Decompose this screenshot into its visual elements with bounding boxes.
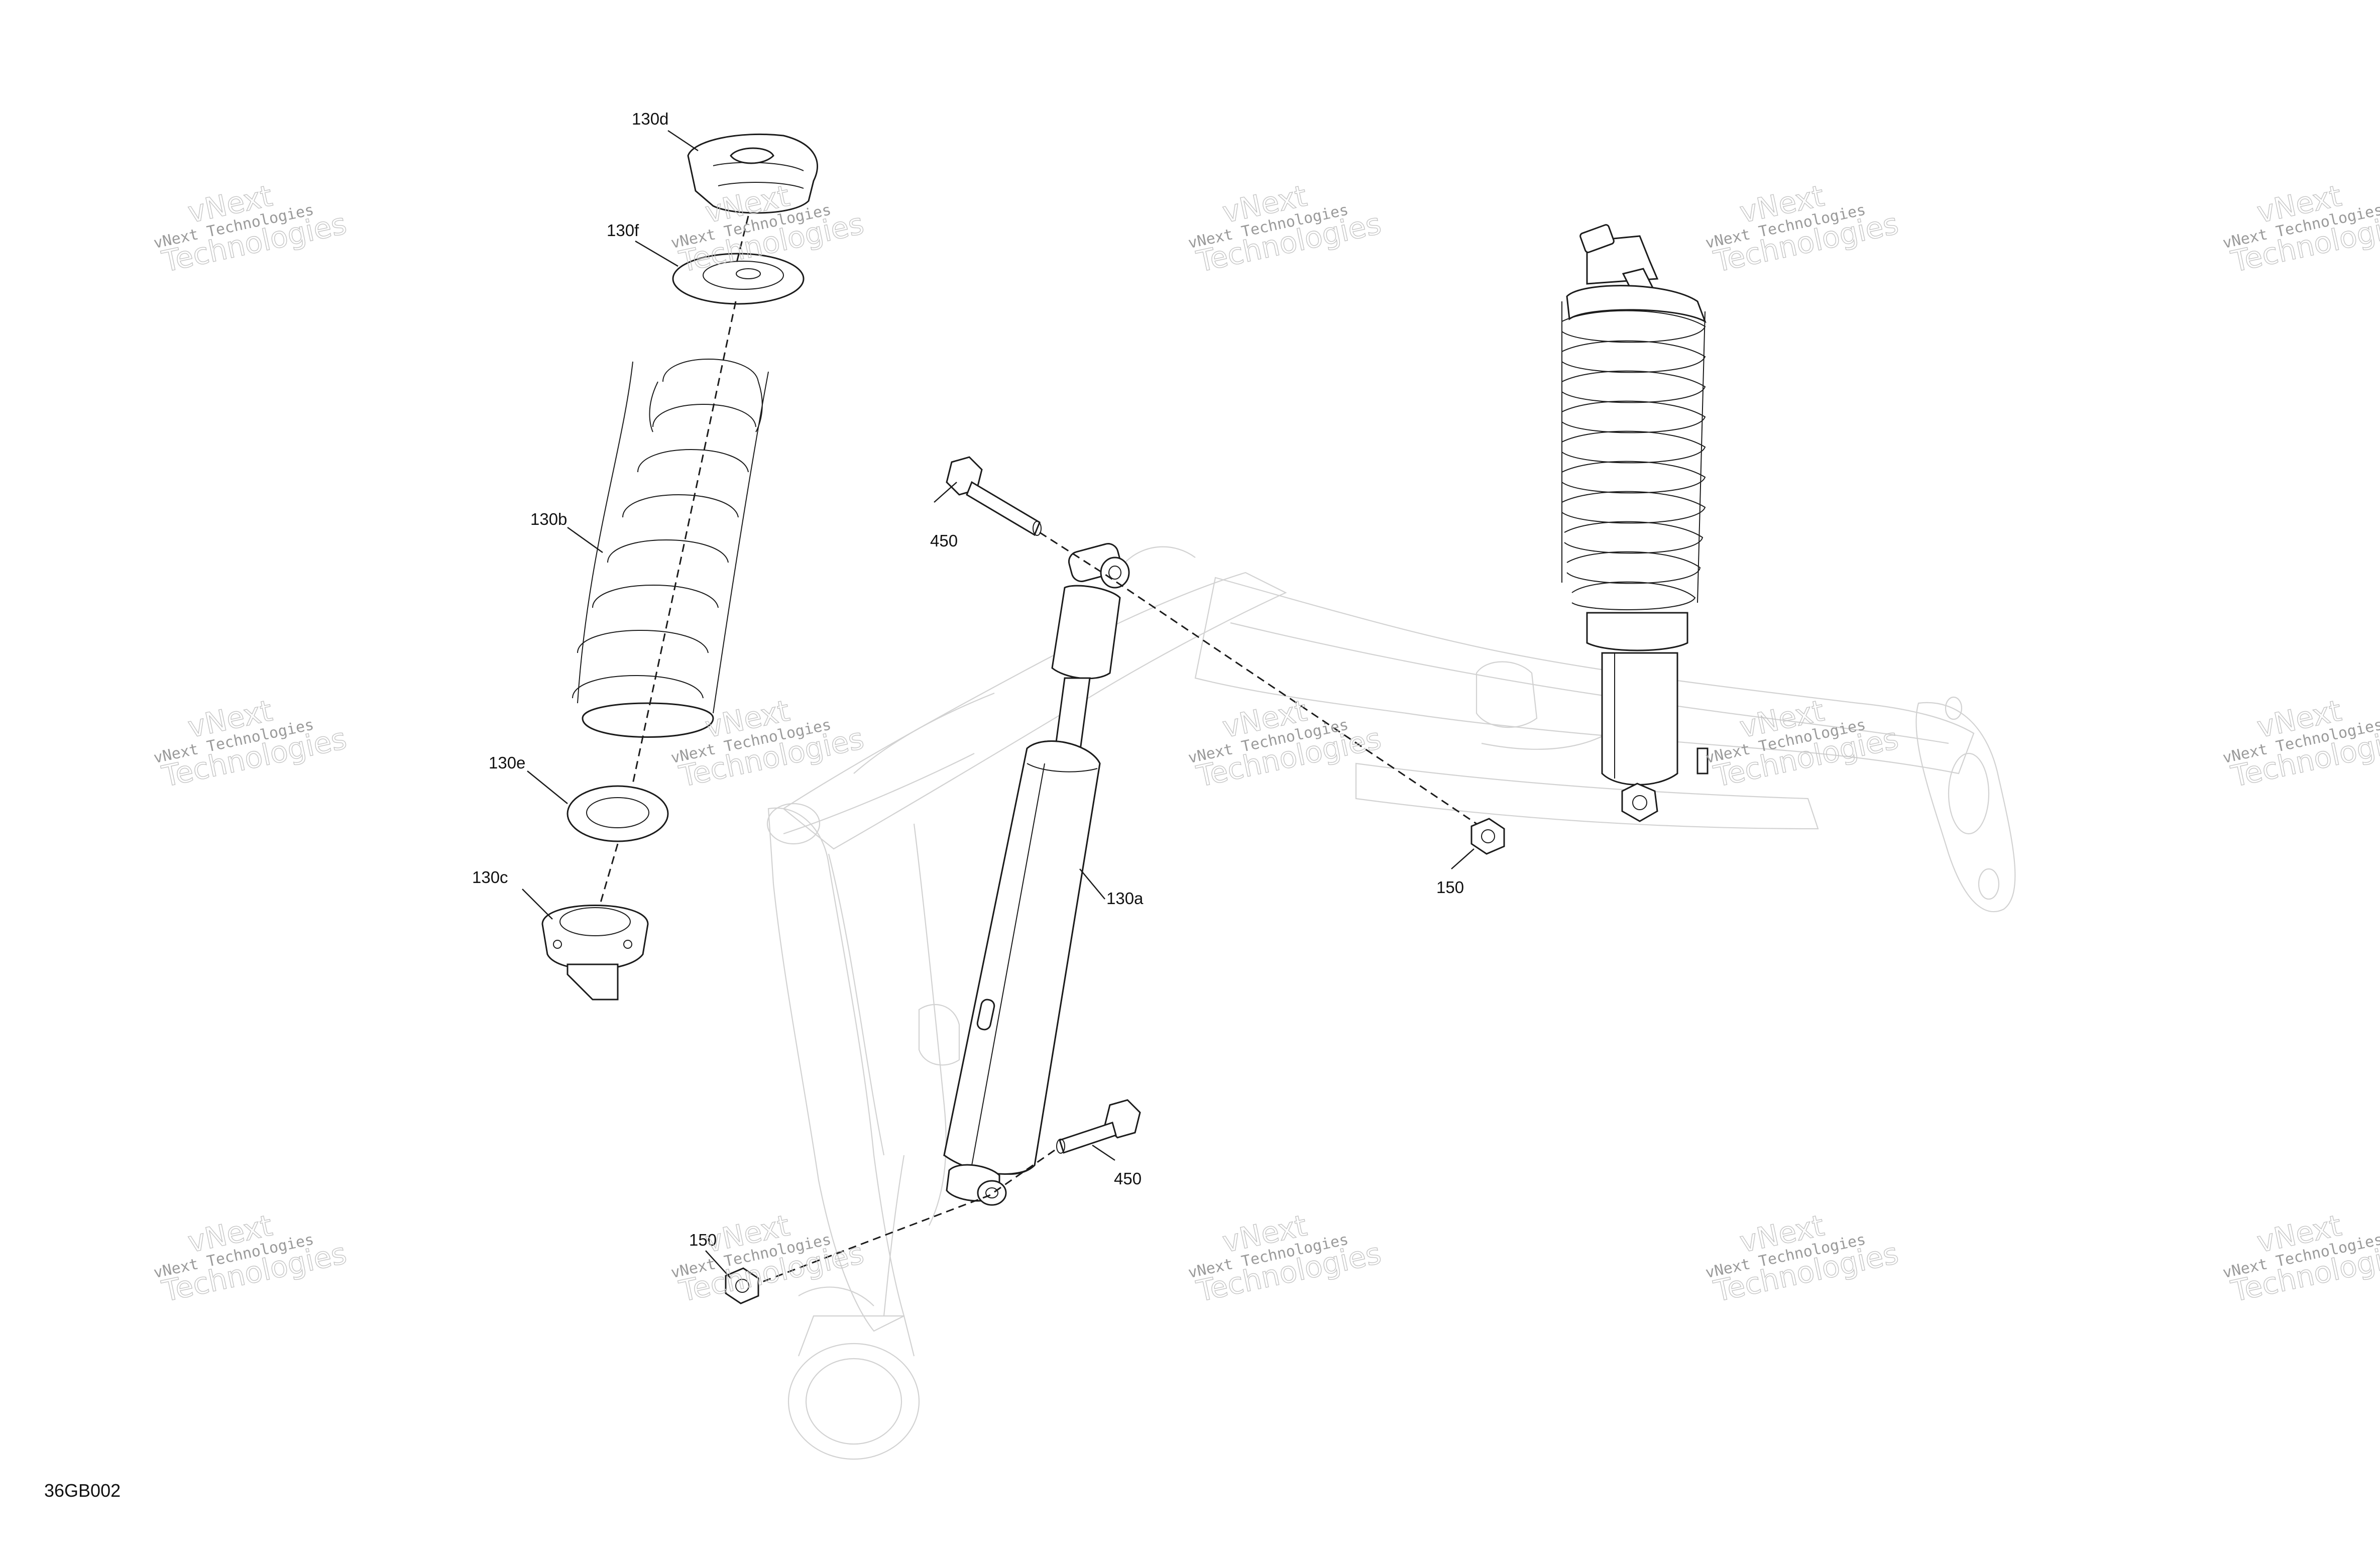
bolt-450-bottom xyxy=(1056,1099,1141,1154)
callout-150-bottom: 150 xyxy=(689,1231,717,1249)
callout-labels: 130d 130f 130b 130e 130c 130a 450 450 15… xyxy=(472,109,1464,1249)
callout-130f: 130f xyxy=(607,221,639,240)
callout-450-top: 450 xyxy=(930,531,958,550)
shock-body-130a xyxy=(943,543,1130,1206)
callout-150-right: 150 xyxy=(1436,878,1464,897)
callout-450-bottom: 450 xyxy=(1114,1169,1142,1188)
nut-150-right xyxy=(1470,818,1505,855)
callout-130d: 130d xyxy=(632,109,668,128)
ghost-suspension-arm xyxy=(766,546,2016,1460)
nut-150-bottom xyxy=(725,1267,759,1304)
spring-washer-130e xyxy=(566,785,669,842)
callout-130a: 130a xyxy=(1106,889,1144,908)
coil-spring-130b xyxy=(572,359,769,738)
spring-retainer-130d xyxy=(687,133,818,214)
diagram-code: 36GB002 xyxy=(44,1480,121,1501)
assembly-axes xyxy=(599,215,1477,1284)
bolt-450-top xyxy=(946,456,1042,536)
assembled-spring-coils xyxy=(1561,285,1707,610)
callout-130e: 130e xyxy=(489,753,525,772)
leader-lines xyxy=(522,130,1475,1279)
spring-adjuster-130c xyxy=(541,905,649,1001)
spring-seat-130f xyxy=(672,253,805,305)
assembled-shock-absorber xyxy=(1561,224,1709,822)
callout-130b: 130b xyxy=(530,510,567,528)
callout-130c: 130c xyxy=(472,868,508,887)
